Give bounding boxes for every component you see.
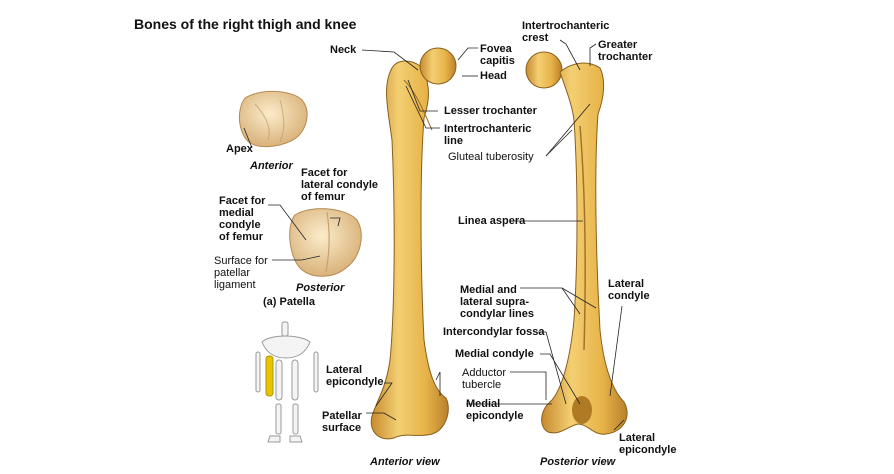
label-medial-condyle: Medial condyle <box>455 348 534 360</box>
label-adductor-tubercle: Adductor tubercle <box>462 367 507 391</box>
label-intercondylar-fossa: Intercondylar fossa <box>443 326 545 338</box>
label-medial-epicondyle: Medial epicondyle <box>466 398 524 422</box>
caption-patella: (a) Patella <box>263 296 315 308</box>
label-head: Head <box>480 70 507 82</box>
caption-anterior-view: Anterior view <box>370 456 440 468</box>
femur-posterior <box>525 51 628 435</box>
femur-highlight <box>265 355 274 397</box>
femur-anterior <box>370 47 457 440</box>
patella-posterior <box>289 208 362 277</box>
caption-posterior-view: Posterior view <box>540 456 616 468</box>
label-intertrochanteric-crest: Intertrochanteric crest <box>522 20 610 44</box>
label-lateral-condyle: Lateral condyle <box>608 278 650 302</box>
label-neck: Neck <box>330 44 357 56</box>
leader-lines <box>243 39 625 431</box>
label-linea-aspera: Linea aspera <box>458 215 526 227</box>
label-facet-medial-condyle: Facet for medial condyle of femur <box>219 195 266 243</box>
label-posterior: Posterior <box>296 282 345 294</box>
skeleton-silhouette <box>255 321 319 443</box>
label-supracondylar-lines: Medial and lateral supra- condylar lines <box>460 284 534 320</box>
label-patellar-surface: Patellar surface <box>322 410 362 434</box>
label-gluteal-tuberosity: Gluteal tuberosity <box>448 151 534 163</box>
label-lateral-epicondyle-anterior: Lateral epicondyle <box>326 364 384 388</box>
label-greater-trochanter: Greater trochanter <box>598 39 653 63</box>
patella-anterior <box>238 91 308 148</box>
figure-title: Bones of the right thigh and knee <box>134 16 357 32</box>
label-surface-patellar-ligament: Surface for patellar ligament <box>214 255 268 291</box>
label-anterior: Anterior <box>250 160 293 172</box>
label-intertrochanteric-line: Intertrochanteric line <box>444 123 532 147</box>
label-apex: Apex <box>226 143 253 155</box>
label-lateral-epicondyle-posterior: Lateral epicondyle <box>619 432 677 456</box>
label-fovea-capitis: Fovea capitis <box>480 43 515 67</box>
label-facet-lateral-condyle: Facet for lateral condyle of femur <box>301 167 379 203</box>
label-lesser-trochanter: Lesser trochanter <box>444 105 537 117</box>
